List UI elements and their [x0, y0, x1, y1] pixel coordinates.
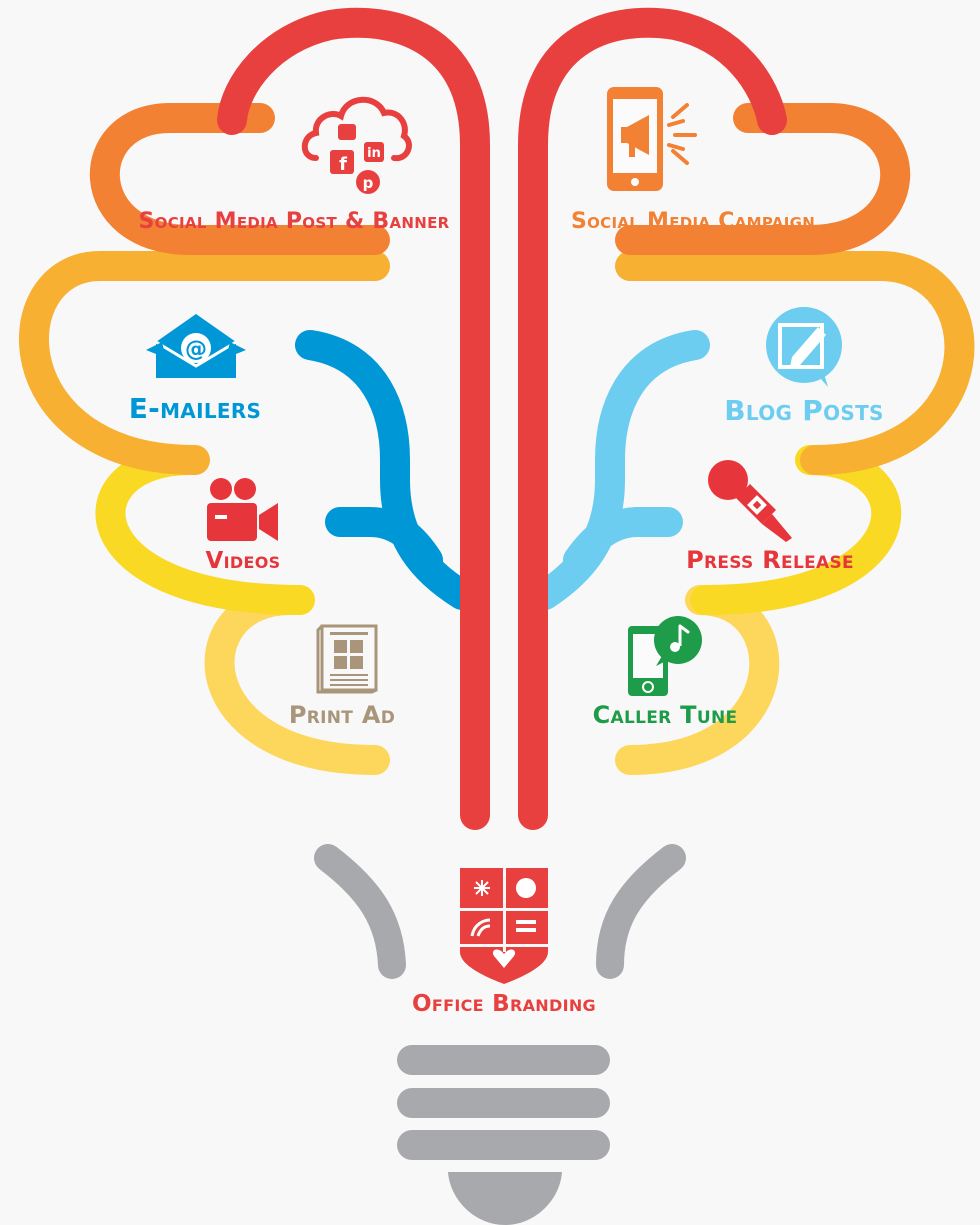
- phone-music-icon: [628, 616, 702, 696]
- label-office-branding: Office Branding: [412, 991, 596, 1017]
- envelope-at-icon: @: [146, 314, 246, 378]
- svg-text:f: f: [339, 154, 347, 175]
- label-blog-posts: Blog Posts: [724, 394, 884, 427]
- shield-icon: [460, 868, 548, 984]
- svg-text:p: p: [363, 174, 374, 192]
- svg-text:in: in: [367, 146, 381, 161]
- newspaper-icon: [316, 624, 378, 694]
- label-social-media-post-banner: Social Media Post & Banner: [138, 209, 450, 234]
- right-red-stem: [518, 7, 787, 830]
- label-caller-tune: Caller Tune: [592, 701, 738, 729]
- left-blue-twig: [325, 507, 443, 575]
- label-press-release: Press Release: [686, 546, 854, 574]
- right-orange-loop: [615, 103, 910, 255]
- chat-pencil-icon: [766, 307, 842, 387]
- bulb-cap: [448, 1172, 562, 1225]
- phone-megaphone-icon: [607, 87, 697, 191]
- label-videos: Videos: [205, 548, 281, 574]
- svg-text:@: @: [185, 337, 207, 362]
- left-amber-loop: [19, 251, 390, 475]
- social-cloud-icon: in f p: [301, 96, 412, 194]
- label-print-ad: Print Ad: [288, 701, 396, 729]
- label-emailers: E-mailers: [128, 392, 262, 425]
- right-amber-loop: [615, 251, 975, 475]
- video-camera-icon: [207, 478, 278, 541]
- microphone-icon: [708, 460, 792, 542]
- left-red-stem: [217, 7, 490, 830]
- right-blue-twig: [563, 507, 683, 575]
- left-bulb-neck: [314, 844, 406, 979]
- right-bulb-neck: [596, 844, 686, 979]
- label-social-media-campaign: Social Media Campaign: [570, 209, 816, 234]
- left-orange-loop: [90, 103, 390, 255]
